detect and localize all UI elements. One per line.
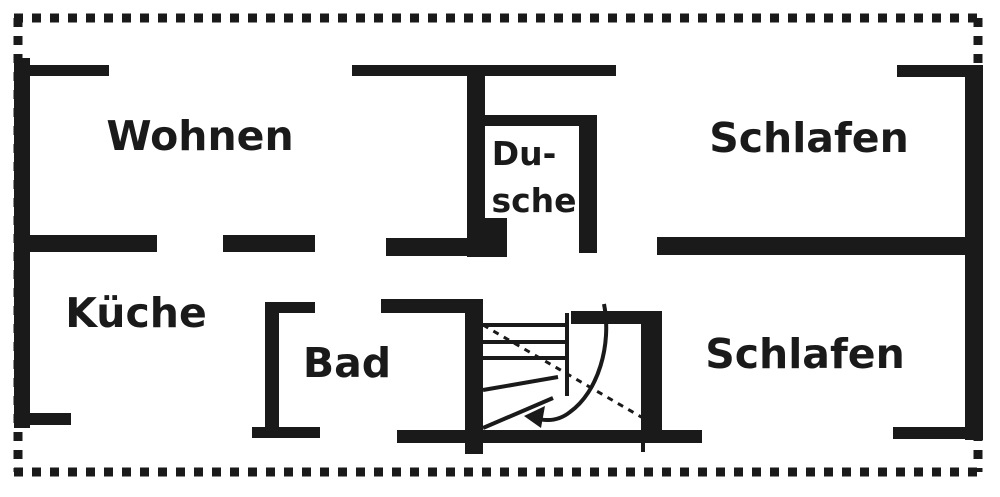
- staircase: [482, 303, 645, 452]
- wall-top-right-stub: [897, 65, 980, 77]
- room-label-dusche-line2: sche: [491, 181, 576, 220]
- wall-bad-left: [265, 302, 279, 438]
- wall-shower-top: [467, 115, 597, 126]
- room-label-kueche: Küche: [65, 289, 207, 337]
- walls: [14, 58, 983, 454]
- room-label-wohnen: Wohnen: [106, 112, 293, 160]
- wall-stair-top-left: [381, 299, 481, 313]
- wall-shower-left: [467, 65, 485, 257]
- wall-stair-top-right: [571, 311, 662, 324]
- room-label-bad: Bad: [303, 339, 391, 387]
- wall-right-outer: [965, 65, 983, 440]
- wall-bottom-right-stub: [893, 427, 983, 439]
- stair-step: [482, 396, 554, 430]
- wall-shower-right: [579, 115, 597, 253]
- room-labels: Wohnen Du- sche Schlafen Küche Bad Schla…: [65, 112, 909, 387]
- wall-bottom-left-stub: [14, 413, 71, 425]
- stair-cut-line: [482, 323, 644, 420]
- wall-bad-bottom: [252, 427, 320, 438]
- wall-mid-left: [14, 235, 157, 252]
- wall-stair-bottom: [397, 430, 702, 443]
- wall-top-left-stub: [14, 65, 109, 76]
- room-label-dusche-line1: Du-: [492, 134, 557, 173]
- wall-mid-right: [657, 237, 965, 255]
- stair-direction-arrow: [534, 303, 609, 422]
- wall-stair-left: [465, 299, 483, 454]
- room-label-schlafen-bottom: Schlafen: [705, 330, 905, 378]
- stair-arrow-head: [524, 406, 545, 428]
- stair-step: [482, 375, 559, 392]
- wall-mid-center: [223, 235, 315, 252]
- room-label-schlafen-top: Schlafen: [709, 114, 909, 162]
- wall-stair-right: [641, 311, 662, 436]
- wall-bad-top: [265, 302, 315, 313]
- wall-mid-shower: [386, 238, 486, 256]
